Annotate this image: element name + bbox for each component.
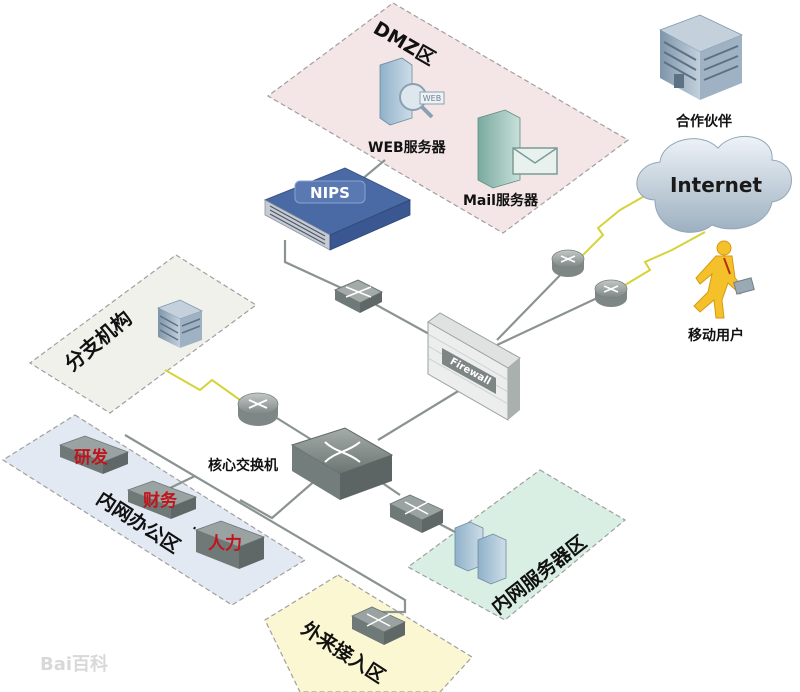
nips-appliance[interactable]: NIPS (263, 167, 412, 251)
server-switch[interactable] (389, 494, 444, 533)
link-firewall-router1 (496, 264, 571, 341)
core-switch-label: 核心交换机 (208, 457, 278, 474)
partner-building[interactable] (659, 14, 743, 100)
wan-links (164, 189, 706, 401)
server-icon (477, 109, 521, 189)
branch-building[interactable] (156, 299, 204, 348)
link-core-office (239, 477, 319, 520)
internet-label: Internet (670, 173, 762, 197)
mail-server-label: Mail服务器 (463, 192, 539, 209)
link-office-bus (124, 434, 407, 614)
internet-router-2[interactable] (594, 279, 628, 307)
server-zone (406, 469, 627, 621)
mail-server[interactable] (477, 109, 558, 189)
mobile-user[interactable] (693, 240, 755, 319)
link-nips-switch (283, 240, 351, 293)
link-firewall-core (377, 389, 461, 441)
dept-hr-switch[interactable] (194, 520, 266, 569)
switch-icon (404, 501, 429, 515)
dept-finance-switch[interactable] (126, 480, 198, 519)
firewall[interactable]: Firewall (427, 312, 521, 421)
watermark: Bai百科 (40, 653, 108, 675)
wan-router1-internet (579, 189, 656, 259)
dept-rd-switch[interactable] (58, 435, 130, 474)
router-icon (248, 399, 268, 409)
wired-links (124, 159, 611, 614)
nips-label: NIPS (310, 184, 350, 202)
dmz-zone (266, 2, 630, 234)
router-icon (560, 255, 576, 263)
internet-cloud[interactable]: Internet (636, 135, 792, 233)
link-firewall-router2 (496, 291, 611, 346)
link-office-mid (169, 475, 196, 489)
intranet-servers[interactable] (454, 521, 507, 585)
switch-icon (324, 441, 361, 463)
dept-rd-label: 研发 (74, 447, 109, 468)
web-server[interactable]: WEB (379, 57, 445, 126)
wan-branch-router (164, 369, 241, 401)
switch-icon (345, 286, 372, 298)
mobile-user-label: 移动用户 (688, 327, 744, 344)
briefcase-icon (733, 277, 755, 295)
dmz-switch[interactable] (333, 279, 384, 313)
branch-zone (28, 254, 258, 414)
dept-hr-label: 人力 (208, 533, 242, 554)
router-icon (603, 285, 619, 293)
branch-router[interactable] (237, 392, 279, 426)
dept-finance-label: 财务 (142, 490, 178, 511)
server-icon (477, 533, 507, 585)
web-server-label: WEB服务器 (368, 139, 447, 156)
internet-router-1[interactable] (551, 249, 585, 277)
link-router-core (271, 414, 313, 441)
core-switch[interactable] (290, 427, 394, 500)
web-badge: WEB (423, 94, 441, 103)
building-door (674, 74, 684, 88)
server-icon (379, 57, 413, 126)
guest-switch[interactable] (351, 606, 406, 645)
switch-icon (366, 613, 391, 627)
wan-router2-internet (619, 231, 706, 289)
partner-label: 合作伙伴 (676, 113, 732, 130)
